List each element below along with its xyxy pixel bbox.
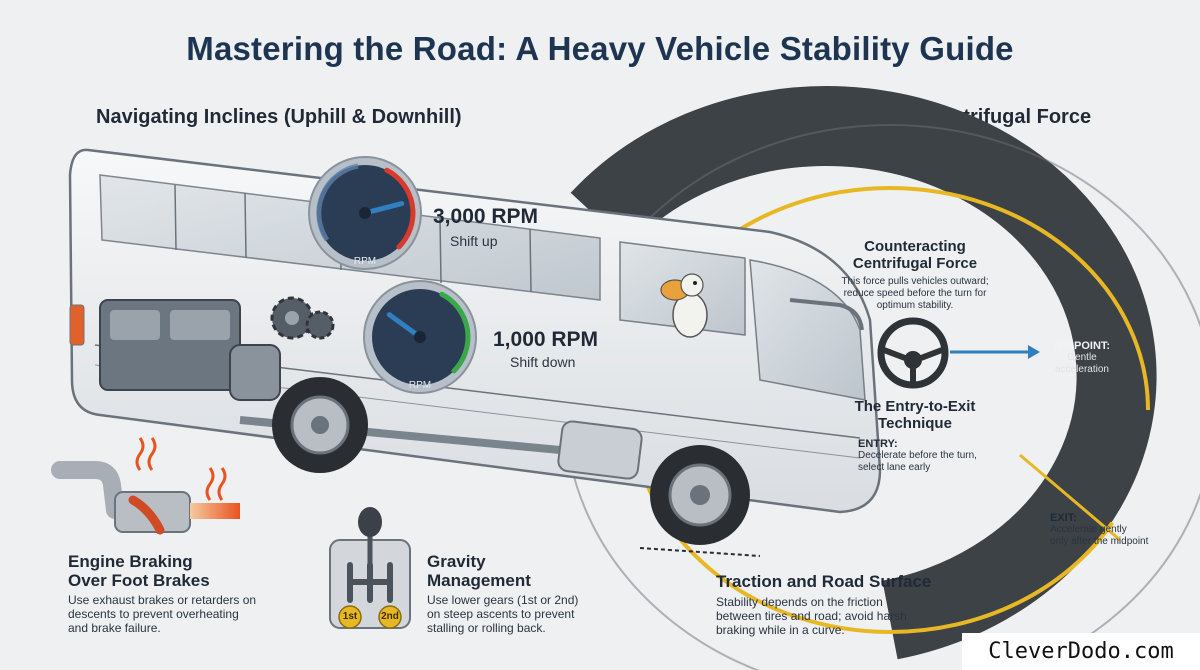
centrifugal-body-1: This force pulls vehicles outward;	[841, 276, 989, 287]
watermark-logo: CleverDodo.com	[962, 633, 1200, 670]
gravity-body-1: Use lower gears (1st or 2nd)	[427, 593, 579, 607]
centrifugal-body-3: optimum stability.	[876, 300, 954, 311]
arrow-right-icon	[950, 345, 1040, 359]
bus	[68, 148, 882, 557]
midpoint-body-1: Gentle	[1067, 352, 1097, 363]
gear-2-label: 2nd	[381, 611, 399, 622]
gear-icon	[270, 296, 335, 340]
gravity-title-1: Gravity	[427, 552, 486, 571]
page-title: Mastering the Road: A Heavy Vehicle Stab…	[186, 30, 1014, 67]
dodo-mascot-icon	[660, 273, 708, 338]
engine-braking-section: Engine Braking Over Foot Brakes Use exha…	[68, 552, 308, 635]
exhaust-brake-icon	[51, 437, 240, 535]
front-wheel	[650, 445, 750, 545]
centrifugal-callout: Counteracting Centrifugal Force This for…	[830, 238, 1000, 312]
traction-title: Traction and Road Surface	[716, 572, 932, 591]
rpm-reading-high: 3,000 RPM	[433, 205, 539, 228]
centrifugal-title-2: Centrifugal Force	[852, 255, 978, 272]
rpm-gauge-low	[363, 280, 477, 394]
gear-1-label: 1st	[342, 611, 358, 622]
gravity-section: Gravity Management Use lower gears (1st …	[427, 552, 627, 635]
centrifugal-title-1: Counteracting	[864, 238, 966, 255]
rpm-reading-low: 1,000 RPM	[493, 328, 599, 351]
midpoint-body-2: acceleration	[1055, 364, 1109, 375]
traction-section: Traction and Road Surface Stability depe…	[716, 572, 996, 637]
entry-label: ENTRY:	[858, 438, 898, 450]
steering-wheel-icon	[877, 317, 949, 389]
centrifugal-body-2: reduce speed before the turn for	[843, 288, 987, 299]
exit-body-2: only after the midpoint	[1050, 536, 1149, 547]
entry-body-1: Decelerate before the turn,	[858, 450, 977, 461]
engine-braking-body-3: and brake failure.	[68, 621, 161, 635]
rpm-action-high: Shift up	[450, 233, 498, 249]
exit-body-1: Accelerate gently	[1050, 524, 1127, 535]
gauge-high-label: RPM	[353, 256, 377, 267]
exit-label: EXIT:	[1050, 512, 1077, 524]
technique-title-2: Technique	[878, 415, 952, 432]
gauge-low-label: RPM	[408, 380, 432, 391]
traction-body-1: Stability depends on the friction	[716, 595, 883, 609]
engine-braking-title-2: Over Foot Brakes	[68, 571, 210, 590]
gravity-body-3: stalling or rolling back.	[427, 621, 546, 635]
engine-braking-body-1: Use exhaust brakes or retarders on	[68, 593, 257, 607]
exit-callout: EXIT: Accelerate gently only after the m…	[1050, 512, 1190, 548]
rpm-gauge-high	[308, 156, 422, 270]
traction-body-2: between tires and road; avoid harsh	[716, 609, 907, 623]
midpoint-label: MIDPOINT:	[1053, 340, 1111, 352]
engine-braking-body-2: descents to prevent overheating	[68, 607, 239, 621]
traction-body-3: braking while in a curve.	[716, 623, 845, 637]
technique-callout: The Entry-to-Exit Technique	[840, 398, 990, 432]
technique-title-1: The Entry-to-Exit	[854, 398, 976, 415]
rpm-action-low: Shift down	[510, 354, 576, 370]
engine-braking-title-1: Engine Braking	[68, 552, 193, 571]
gravity-body-2: on steep ascents to prevent	[427, 607, 575, 621]
engine-icon	[99, 299, 281, 401]
midpoint-callout: MIDPOINT: Gentle acceleration	[1042, 340, 1122, 376]
section-heading-inclines: Navigating Inclines (Uphill & Downhill)	[96, 106, 462, 128]
entry-callout: ENTRY: Decelerate before the turn, selec…	[858, 438, 998, 474]
rear-wheel	[272, 377, 368, 473]
entry-body-2: select lane early	[858, 462, 931, 473]
gravity-title-2: Management	[427, 571, 531, 590]
gear-shifter-icon	[329, 507, 411, 629]
